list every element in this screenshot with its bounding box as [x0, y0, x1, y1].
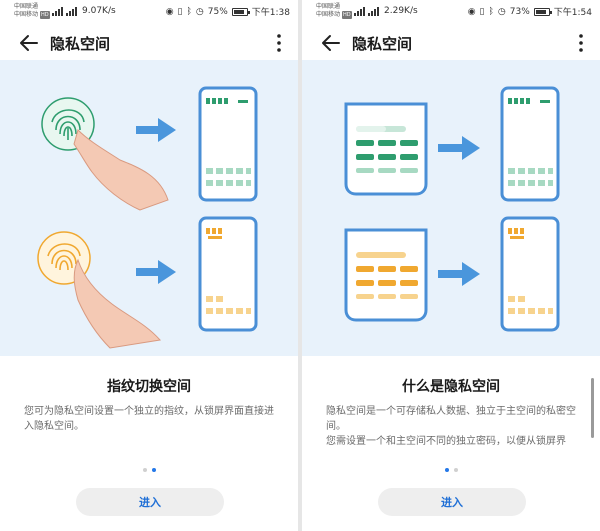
back-arrow-icon[interactable] — [18, 32, 40, 54]
more-options-icon[interactable] — [578, 33, 584, 53]
description-paragraph: 您可为隐私空间设置一个独立的指纹，从锁屏界面直接进入隐私空间。 — [24, 406, 274, 432]
carrier-1: 中国联通 — [316, 3, 341, 10]
page-dot-active — [444, 468, 449, 472]
page-dot — [142, 468, 147, 472]
battery-percent: 73% — [509, 6, 530, 17]
enter-button[interactable]: 进入 — [76, 488, 224, 516]
section-description: 隐私空间是一个可存储私人数据、独立于主空间的私密空间。 您需设置一个和主空间不同… — [326, 404, 578, 449]
arrow-top — [438, 136, 480, 160]
alarm-icon: ◷ — [195, 6, 204, 17]
network-speed: 2.29K/s — [384, 6, 418, 16]
status-time: 下午1:54 — [553, 8, 592, 18]
description-paragraph: 隐私空间是一个可存储私人数据、独立于主空间的私密空间。 — [326, 406, 576, 432]
battery-icon — [533, 7, 552, 16]
page-indicator — [302, 468, 600, 472]
signal-icon — [354, 7, 379, 16]
section-heading: 指纹切换空间 — [107, 379, 191, 395]
app-bar: 隐私空间 — [0, 28, 298, 58]
phone-bottom — [198, 216, 258, 332]
vibrate-icon: ▯ — [177, 6, 183, 17]
carrier-2: 中国移动 — [316, 11, 341, 18]
bluetooth-icon: ᛒ — [488, 6, 494, 17]
scrollbar[interactable] — [591, 378, 594, 438]
arrow-bottom — [438, 262, 480, 286]
enter-button[interactable]: 进入 — [378, 488, 526, 516]
divider — [298, 0, 302, 531]
page-title: 隐私空间 — [352, 35, 413, 53]
section-heading: 什么是隐私空间 — [402, 379, 500, 395]
arrow-top — [136, 118, 176, 142]
network-speed: 9.07K/s — [82, 6, 116, 16]
fingerprint-illustration — [37, 86, 258, 349]
hd-badge: HD — [342, 11, 352, 19]
tray-bottom — [344, 228, 428, 322]
battery-percent: 75% — [207, 6, 228, 17]
tray-top — [344, 102, 428, 196]
vibrate-icon: ▯ — [479, 6, 485, 17]
private-space-illustration — [344, 86, 560, 332]
phone-top — [500, 86, 560, 202]
hd-badge: HD — [40, 11, 50, 19]
eye-comfort-icon: ◉ — [165, 6, 174, 17]
battery-icon — [231, 7, 250, 16]
hand-top — [73, 129, 169, 211]
phone-top — [198, 86, 258, 202]
page-indicator — [0, 468, 298, 472]
illustration-banner — [0, 60, 298, 356]
hand-bottom — [73, 258, 161, 349]
app-bar: 隐私空间 — [302, 28, 600, 58]
carrier-2: 中国移动 — [14, 11, 39, 18]
page-title: 隐私空间 — [50, 35, 111, 53]
status-time: 下午1:38 — [251, 8, 290, 18]
description-paragraph: 您需设置一个和主空间不同的独立密码，以便从锁屏界 — [326, 436, 566, 447]
page-dot — [453, 468, 458, 472]
bluetooth-icon: ᛒ — [186, 6, 192, 17]
illustration-banner — [302, 60, 600, 356]
back-arrow-icon[interactable] — [320, 32, 342, 54]
alarm-icon: ◷ — [497, 6, 506, 17]
section-description: 您可为隐私空间设置一个独立的指纹，从锁屏界面直接进入隐私空间。 — [24, 404, 276, 434]
page-dot-active — [151, 468, 156, 472]
eye-comfort-icon: ◉ — [467, 6, 476, 17]
signal-icon — [52, 7, 77, 16]
phone-bottom — [500, 216, 560, 332]
more-options-icon[interactable] — [276, 33, 282, 53]
arrow-bottom — [136, 260, 176, 284]
carrier-1: 中国联通 — [14, 3, 39, 10]
